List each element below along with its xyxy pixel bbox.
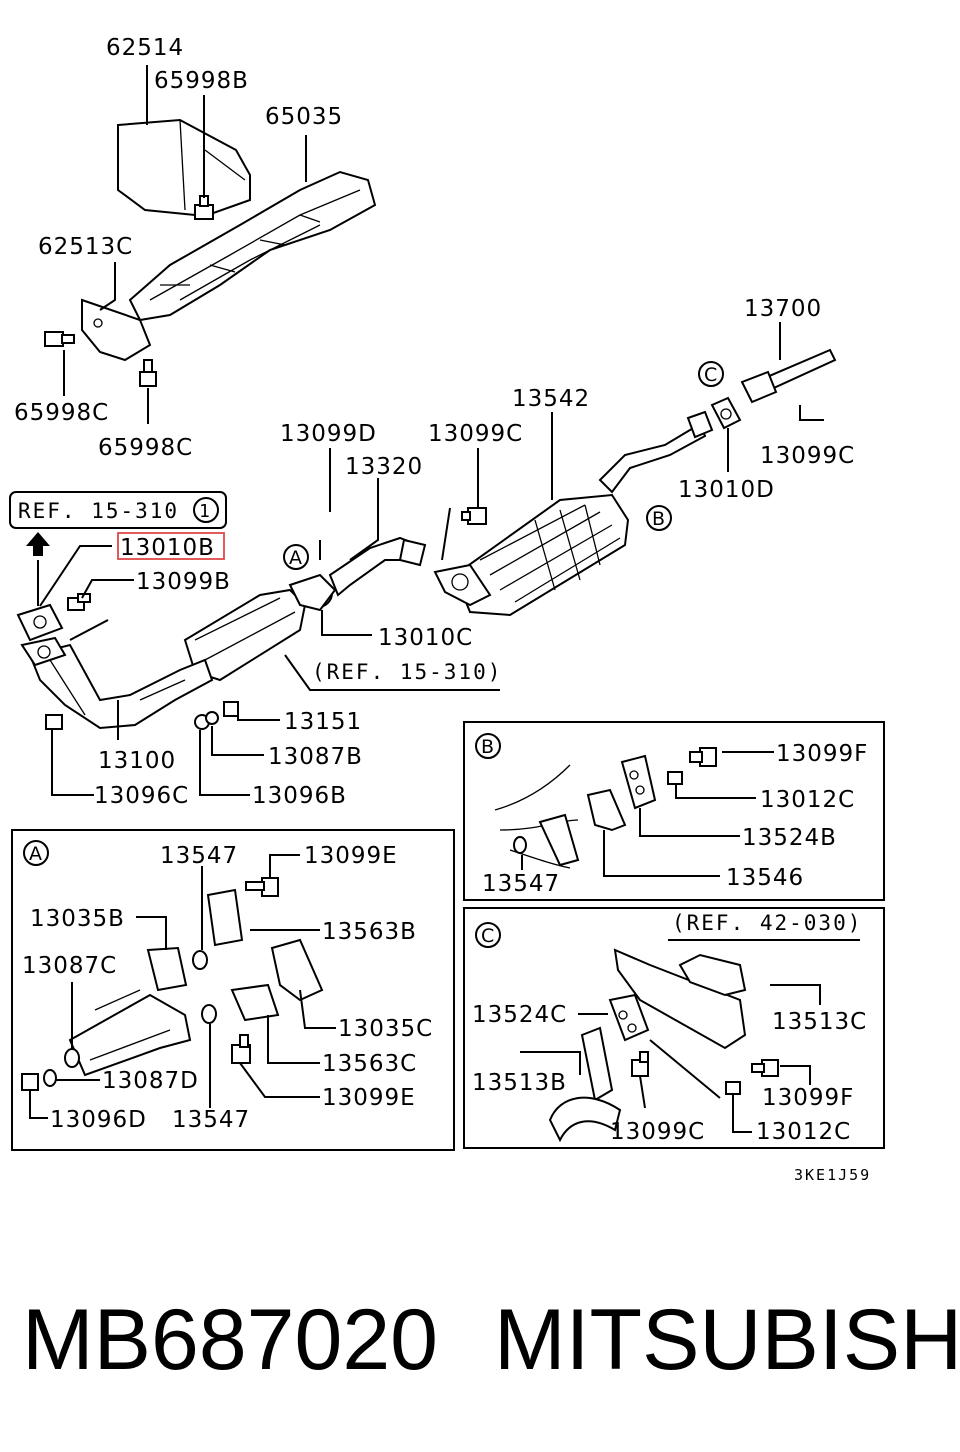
label-13096b: 13096B [252,783,347,809]
footer: MB687020 MITSUBISHI [0,1290,960,1400]
exhaust-system-diagram: REF. 15-310 1 A C B 62514 65998B 65035 6… [9,35,885,1184]
label-13099d: 13099D [280,421,377,447]
label-13547-detail-b: 13547 [482,871,560,897]
ref-top-text: REF. 15-310 [18,499,179,523]
label-13547-a: 13547 [160,843,238,869]
detail-a: A 13547 13099E 13035B 13563B 13087C [11,829,455,1151]
label-13087c: 13087C [22,953,117,979]
label-13563b: 13563B [322,919,417,945]
label-13099c-a: 13099C [428,421,523,447]
label-62513c: 62513C [38,234,133,260]
label-13100: 13100 [98,748,176,774]
label-13546: 13546 [726,865,804,891]
part-number: MB687020 [22,1292,438,1388]
label-13099f-b: 13099F [776,741,868,767]
label-65998b: 65998B [154,68,249,94]
label-65998c-b: 65998C [98,435,193,461]
label-13099e-b: 13099E [322,1085,416,1111]
detail-c-tag: C [481,925,494,947]
brand-name: MITSUBISHI [494,1292,960,1388]
label-65035: 65035 [265,104,343,130]
label-13099b: 13099B [136,569,231,595]
tag-circle-c [698,361,724,387]
label-13010c: 13010C [378,625,473,651]
label-13099c-b: 13099C [760,443,855,469]
label-13087d: 13087D [102,1068,199,1094]
label-13010b: 13010B [120,535,215,561]
label-13087b: 13087B [268,744,363,770]
label-13099e-a: 13099E [304,843,398,869]
highlight-13010b [117,532,225,560]
main-exhaust [16,322,837,796]
tag-circle-b [646,505,672,531]
label-13099f-c: 13099F [762,1085,854,1111]
detail-a-tag: A [29,843,42,865]
label-13524c: 13524C [472,1002,567,1028]
label-13151: 13151 [284,709,362,735]
label-13010d: 13010D [678,477,775,503]
label-13547-b: 13547 [172,1107,250,1133]
tag-a: A [289,547,302,569]
label-13099c-c: 13099C [610,1119,705,1145]
label-13524b: 13524B [742,825,837,851]
detail-b: B 13099F 13012C 13524B 13546 13547 [463,721,885,901]
drawing-code: 3KE1J59 [794,1166,871,1184]
label-13035b: 13035B [30,906,125,932]
detail-b-tag: B [481,736,494,758]
label-62514: 62514 [106,35,184,61]
label-13542: 13542 [512,386,590,412]
main-labels: 62514 65998B 65035 62513C 65998C 65998C … [14,35,855,809]
ref-c-text: (REF. 42-030) [672,911,862,935]
ref-circle-1 [193,497,219,523]
ref-box-15-310 [9,491,227,529]
label-65998c-a: 65998C [14,400,109,426]
detail-c: C (REF. 42-030) 13524C 13513C 13513B 130… [463,907,885,1149]
label-13012c-c: 13012C [756,1119,851,1145]
label-13320: 13320 [345,454,423,480]
ref-mid-text: (REF. 15-310) [312,660,502,684]
label-13513c: 13513C [772,1009,867,1035]
ref-top-number: 1 [199,501,212,522]
label-13563c: 13563C [322,1051,417,1077]
label-13096c: 13096C [94,783,189,809]
label-13035c: 13035C [338,1016,433,1042]
tag-c: C [704,364,717,386]
tag-b: B [652,508,665,530]
tag-circle-a [283,544,309,570]
label-13700: 13700 [744,296,822,322]
label-13513b: 13513B [472,1070,567,1096]
label-13012c-b: 13012C [760,787,855,813]
heat-shield-group [44,65,377,424]
label-13096d: 13096D [50,1107,147,1133]
